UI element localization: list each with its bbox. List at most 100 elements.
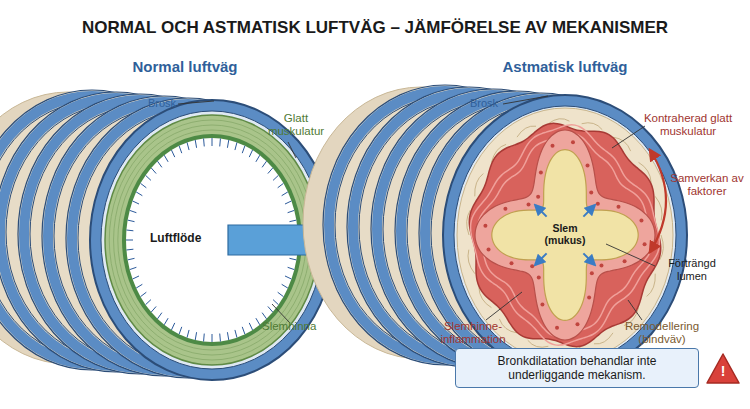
cilium — [157, 313, 161, 319]
leader-line — [612, 126, 645, 148]
cilium — [242, 146, 245, 153]
cilium — [128, 220, 135, 222]
cilium — [133, 201, 139, 204]
cilium — [249, 323, 252, 330]
cilium — [187, 330, 189, 338]
leader-line — [503, 96, 548, 104]
cilium — [171, 323, 174, 330]
cilium — [285, 201, 291, 204]
inflammatory-cell — [530, 264, 534, 268]
inflammatory-cell — [599, 264, 603, 268]
cilium — [179, 146, 182, 153]
cilium — [136, 284, 142, 288]
cartilage-front — [443, 95, 687, 375]
inflammatory-cell — [540, 303, 544, 307]
cilium — [133, 276, 139, 279]
inflammatory-cell — [483, 224, 487, 228]
cilium — [164, 318, 168, 325]
part-label: Glatt muskulatur — [258, 112, 334, 138]
inflammatory-cell — [590, 271, 594, 275]
inflammatory-cell — [596, 202, 600, 206]
cilium — [130, 267, 137, 269]
cilium — [282, 284, 288, 288]
part-label: Förträngd lumen — [656, 257, 728, 282]
cilium — [140, 183, 146, 187]
inflammatory-cell — [487, 248, 491, 252]
part-label: Remodellering (bindväv) — [612, 320, 712, 346]
cilium — [219, 334, 221, 342]
cilium — [151, 306, 156, 312]
inflammatory-cell — [536, 195, 540, 199]
cilium — [235, 330, 237, 338]
leader-line — [288, 142, 296, 158]
cilium — [157, 161, 161, 167]
cilium — [278, 183, 284, 187]
inflammatory-cell — [589, 190, 593, 194]
inflammatory-cell — [571, 140, 575, 144]
cilium — [151, 168, 156, 174]
part-label: Slem (mukus) — [537, 222, 593, 246]
note-box: Bronkdilatation behandlar inte underligg… — [455, 348, 699, 388]
cilium — [187, 142, 189, 150]
cilium — [288, 267, 295, 269]
cilium — [227, 332, 228, 340]
cilium — [262, 313, 266, 319]
connective-fiber — [528, 340, 549, 347]
cilium — [289, 258, 296, 260]
connective-fiber — [655, 196, 662, 220]
section-heading: Normal luftväg — [100, 58, 270, 75]
inflammatory-cell — [555, 326, 559, 330]
cilium — [126, 249, 133, 251]
cilium — [235, 142, 237, 150]
inflammatory-cell — [551, 144, 555, 148]
interaction-arrow — [650, 150, 666, 252]
part-label: Kontraherad glatt muskulatur — [640, 112, 736, 138]
flow-arrow — [583, 253, 594, 264]
cilium — [282, 192, 288, 196]
note-text: Bronkdilatation behandlar inte underligg… — [466, 354, 688, 383]
connective-fiber — [582, 123, 603, 130]
cilium — [256, 155, 260, 162]
warning-triangle — [707, 354, 739, 383]
muscle-stripe — [471, 125, 660, 345]
part-label: Slemhinna — [262, 320, 332, 333]
cilium — [146, 175, 151, 180]
leader-line — [178, 101, 214, 104]
cilium — [268, 168, 273, 174]
inflammatory-cell — [575, 322, 579, 326]
flow-arrow — [535, 253, 546, 264]
inflammatory-cell — [539, 171, 543, 175]
cilium — [126, 230, 133, 232]
flow-arrow — [535, 205, 546, 216]
cilium — [171, 150, 174, 157]
cilium — [164, 155, 168, 162]
inflamed-mucosa — [475, 130, 655, 340]
inflammatory-cell — [586, 163, 590, 167]
cilium — [126, 240, 133, 241]
leader-line — [628, 300, 642, 320]
cilium — [285, 276, 291, 279]
cilium — [212, 334, 213, 342]
flow-label: Luftflöde — [150, 232, 225, 246]
cilium — [227, 140, 228, 148]
cilium — [146, 300, 151, 305]
leader-line — [486, 292, 522, 320]
inflammatory-cell — [616, 205, 620, 209]
inflammatory-cell — [623, 259, 627, 263]
cilium — [203, 138, 205, 146]
cilium — [278, 292, 284, 296]
inflammatory-cell — [643, 242, 647, 246]
part-label: Brosk — [148, 97, 188, 110]
flow-arrow — [583, 205, 594, 216]
connective-fiber — [468, 250, 475, 274]
cilium — [128, 258, 135, 260]
cilium — [262, 161, 266, 167]
cilium — [242, 327, 245, 334]
cilium — [249, 150, 252, 157]
muscle-stripe — [478, 133, 652, 337]
cilium — [288, 210, 295, 212]
cilium — [203, 334, 205, 342]
diagram-title: NORMAL OCH ASTMATISK LUFTVÄG – JÄMFÖRELS… — [0, 18, 750, 38]
inflammatory-cell — [537, 276, 541, 280]
